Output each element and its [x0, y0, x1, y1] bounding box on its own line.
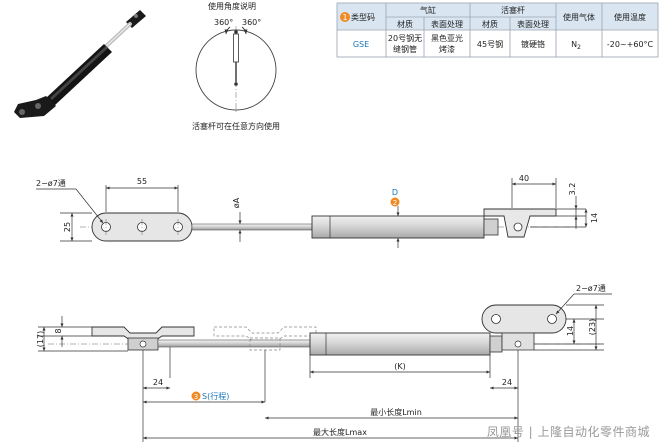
row-code: GSE — [353, 40, 369, 49]
bottom-dim-K: (K) — [394, 362, 406, 371]
temp-header: 使用温度 — [614, 12, 646, 22]
angle-note: 使用角度说明 360° 360° 活塞杆可在任意方向使用 — [192, 1, 280, 131]
angle-right-label: 360° — [242, 18, 261, 27]
rod-header: 活塞杆 — [501, 5, 525, 15]
watermark: 凤凰号 | 上隆自动化零件商城 — [486, 425, 650, 439]
row-gas-main: N — [571, 40, 577, 49]
bottom-hole-label: 2−ø7通 — [576, 283, 606, 293]
top-hole-label: 2−ø7通 — [36, 178, 66, 188]
type-code-badge-number: 1 — [342, 13, 347, 22]
badge-3-number: 3 — [194, 393, 198, 401]
product-photo — [14, 10, 146, 118]
top-dim-D: D — [392, 188, 398, 197]
row-gas: N2 — [571, 40, 581, 51]
bottom-dim-17: (17) — [36, 331, 45, 347]
bottom-drawing: 2−ø7通 (17) 8 14 (23) 24 (K) — [36, 283, 612, 442]
top-dim-phiA: øA — [232, 197, 241, 208]
row-cyl-material-l2: 缝钢管 — [393, 44, 417, 54]
cyl-material-header: 材质 — [397, 19, 413, 29]
top-dim-14: 14 — [590, 213, 599, 223]
gas-header: 使用气体 — [563, 12, 595, 22]
bottom-stroke-label: S(行程) — [202, 391, 229, 401]
top-cylinder — [311, 215, 485, 239]
type-code-badge — [340, 12, 350, 22]
rod-material-header: 材质 — [482, 19, 498, 29]
angle-title: 使用角度说明 — [208, 1, 256, 11]
type-code-header: 类型码 — [351, 12, 375, 22]
top-dim-55: 55 — [137, 177, 147, 186]
top-drawing: 2−ø7通 55 25 øA 2 D 40 3.2 — [36, 174, 599, 248]
cyl-surface-header: 表面处理 — [431, 19, 463, 29]
row-cyl-surface-l1: 黑色亚光 — [431, 33, 463, 43]
top-dim-25: 25 — [63, 222, 72, 232]
row-rod-material: 45号钢 — [477, 39, 503, 49]
row-rod-surface: 镀硬铬 — [521, 39, 545, 49]
badge-2-number: 2 — [393, 199, 397, 207]
row-cyl-surface-l2: 烤漆 — [439, 44, 455, 54]
row-cyl-material-l1: 20号钢无 — [388, 33, 422, 43]
bottom-max-length: 最大长度Lmax — [313, 427, 367, 437]
bottom-dim-23: (23) — [588, 319, 597, 335]
rod-surface-header: 表面处理 — [517, 19, 549, 29]
bottom-cylinder — [309, 332, 491, 356]
top-dim-3.2: 3.2 — [568, 183, 577, 196]
cylinder-header: 气缸 — [420, 5, 436, 15]
row-gas-sub: 2 — [577, 44, 581, 51]
top-dim-40: 40 — [519, 174, 529, 183]
angle-left-label: 360° — [214, 18, 233, 27]
badge-2 — [390, 197, 400, 207]
bottom-dim-24-right: 24 — [502, 378, 512, 387]
bottom-dim-8: 8 — [54, 328, 63, 333]
angle-caption: 活塞杆可在任意方向使用 — [192, 121, 280, 131]
row-temp: -20~+60°C — [607, 40, 654, 49]
spec-table: 1 类型码 气缸 活塞杆 使用气体 使用温度 材质 表面处理 材质 表面处理 G… — [336, 2, 659, 58]
bottom-dim-24-left: 24 — [153, 378, 163, 387]
badge-3 — [191, 391, 201, 401]
bottom-dim-14: 14 — [566, 326, 575, 336]
bottom-min-length: 最小长度Lmin — [370, 407, 422, 417]
top-rod — [191, 223, 313, 231]
